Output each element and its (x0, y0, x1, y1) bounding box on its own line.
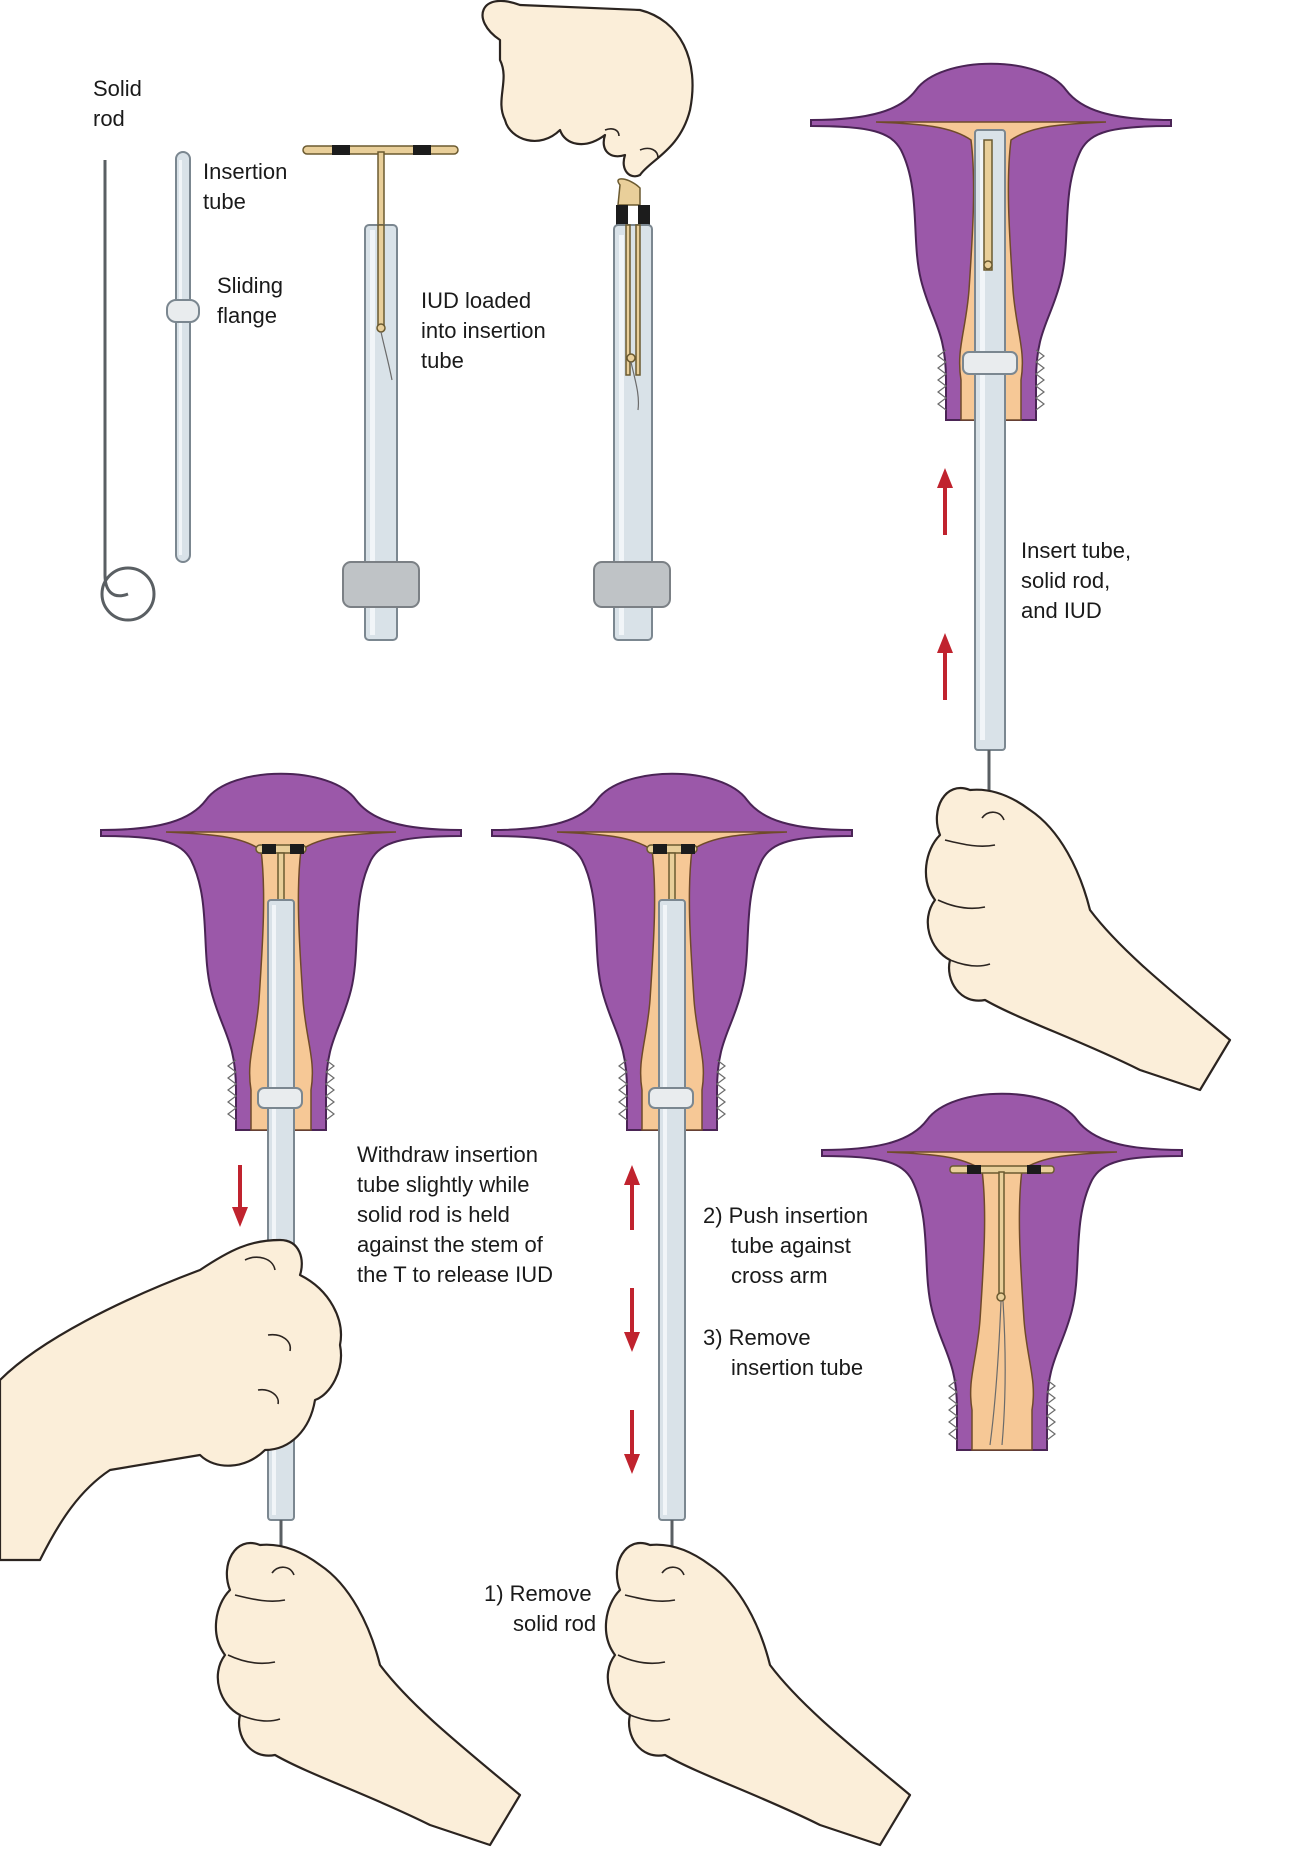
remove-rod-step-label: 1) Remove solid rod (484, 1581, 596, 1636)
withdraw-step-arrow (232, 1165, 248, 1227)
remove-tube-step-label: 3) Remove insertion tube (703, 1325, 863, 1380)
svg-text:against the stem of: against the stem of (357, 1232, 544, 1257)
withdraw-step-lower-hand (216, 1543, 520, 1845)
svg-text:tube slightly while: tube slightly while (357, 1172, 529, 1197)
svg-text:tube: tube (203, 189, 246, 214)
remove-step-hand (606, 1543, 910, 1845)
fingers (483, 1, 693, 176)
svg-text:insertion tube: insertion tube (731, 1355, 863, 1380)
insert-step-arrows (937, 468, 953, 700)
svg-text:cross arm: cross arm (731, 1263, 828, 1288)
sliding-flange (258, 1088, 302, 1108)
svg-text:solid rod is held: solid rod is held (357, 1202, 510, 1227)
svg-text:Insertion: Insertion (203, 159, 287, 184)
svg-text:solid rod,: solid rod, (1021, 568, 1110, 593)
sliding-flange (963, 352, 1017, 374)
flange (343, 562, 419, 607)
flange (594, 562, 670, 607)
iud-loaded-tube-illustration (303, 145, 458, 640)
svg-text:tube against: tube against (731, 1233, 851, 1258)
sliding-flange-label: Sliding flange (217, 273, 283, 328)
svg-text:rod: rod (93, 106, 125, 131)
svg-text:Solid: Solid (93, 76, 142, 101)
svg-text:Sliding: Sliding (217, 273, 283, 298)
svg-text:IUD loaded: IUD loaded (421, 288, 531, 313)
svg-text:Withdraw insertion: Withdraw insertion (357, 1142, 538, 1167)
insert-step-label: Insert tube, solid rod, and IUD (1021, 538, 1131, 623)
iud-loaded-label: IUD loaded into insertion tube (421, 288, 546, 373)
svg-text:2) Push insertion: 2) Push insertion (703, 1203, 868, 1228)
insert-step-hand (926, 788, 1230, 1090)
solid-rod-label: Solid rod (93, 76, 142, 131)
svg-text:flange: flange (217, 303, 277, 328)
svg-text:Insert tube,: Insert tube, (1021, 538, 1131, 563)
insertion-tube-label: Insertion tube (203, 159, 287, 214)
svg-text:into insertion: into insertion (421, 318, 546, 343)
withdraw-step-label: Withdraw insertion tube slightly while s… (357, 1142, 553, 1287)
svg-text:solid rod: solid rod (513, 1611, 596, 1636)
sliding-flange (649, 1088, 693, 1108)
svg-text:1) Remove: 1) Remove (484, 1581, 592, 1606)
svg-text:and IUD: and IUD (1021, 598, 1102, 623)
insertion-tube-illustration (167, 152, 199, 562)
push-step-label: 2) Push insertion tube against cross arm (703, 1203, 868, 1288)
remove-step-arrows (624, 1165, 640, 1474)
sliding-flange (167, 300, 199, 322)
svg-text:tube: tube (421, 348, 464, 373)
svg-text:the T to release IUD: the T to release IUD (357, 1262, 553, 1287)
svg-text:3) Remove: 3) Remove (703, 1325, 811, 1350)
solid-rod-illustration (102, 160, 154, 620)
